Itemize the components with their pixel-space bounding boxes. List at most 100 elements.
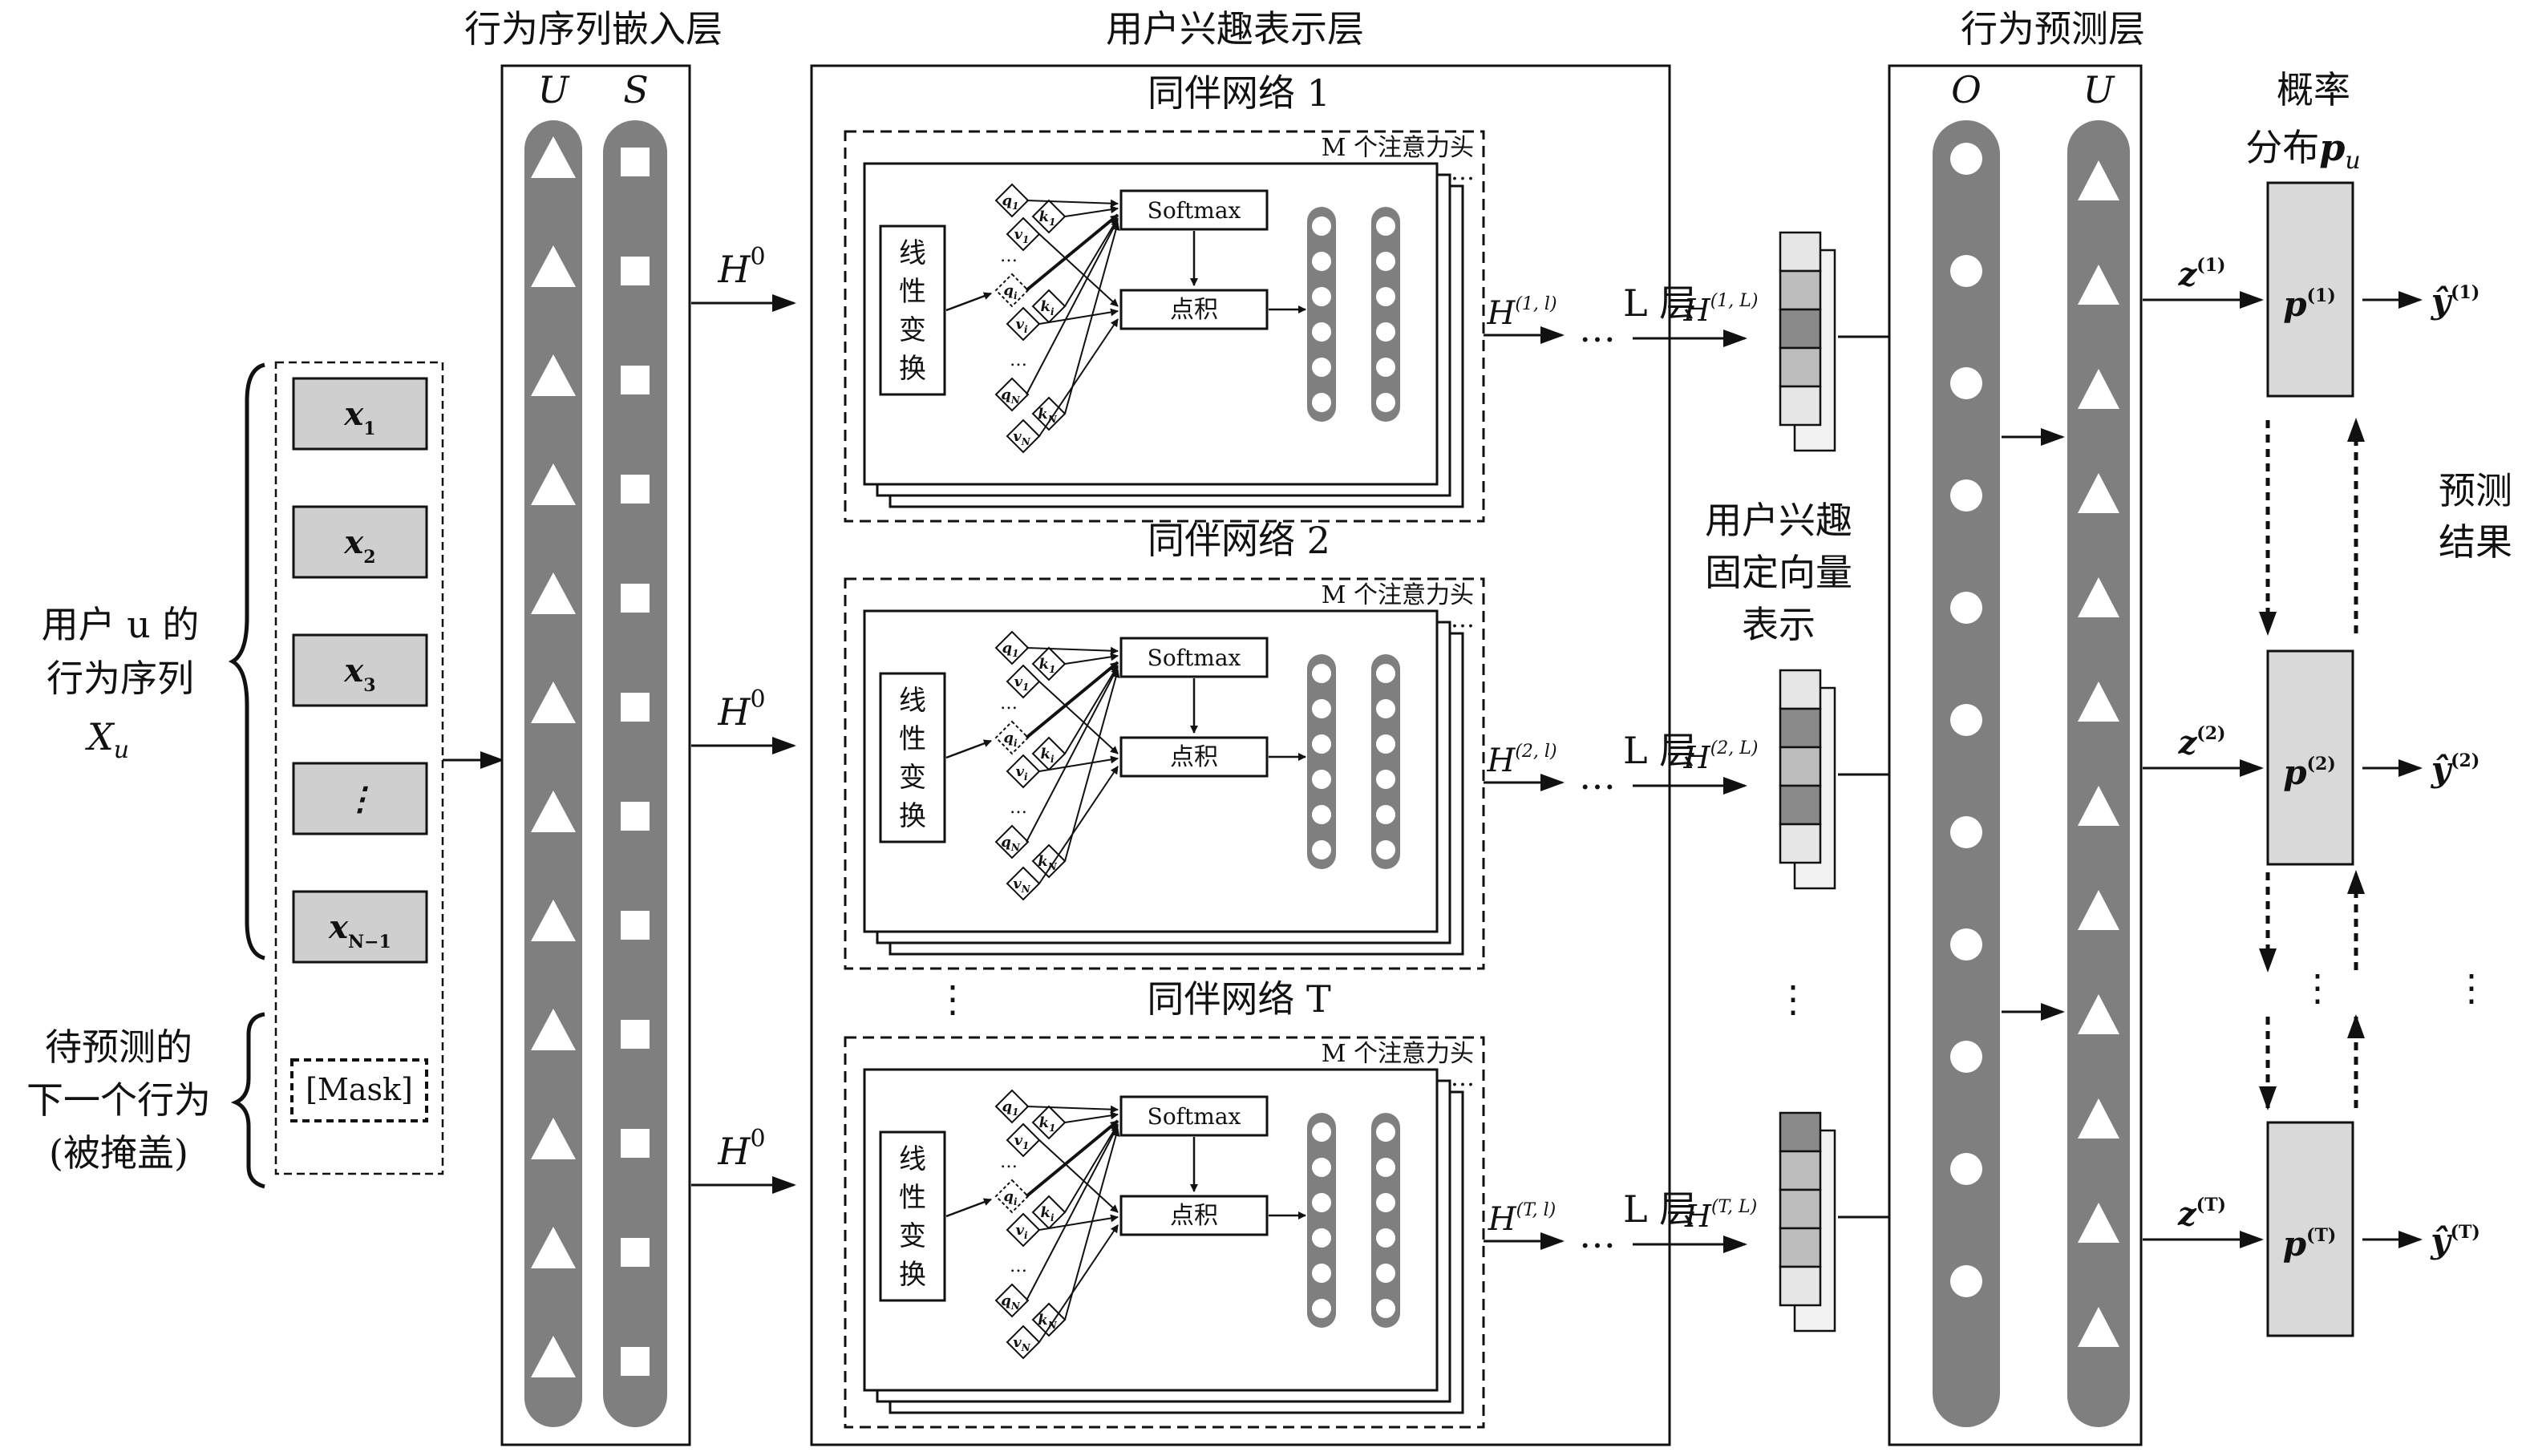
linear-transform-char: 换 [899,1259,926,1291]
fixed-vector [1779,1111,1927,1333]
v-vector-node [1006,306,1041,342]
qkv-sub: i [1050,306,1055,317]
h-main: H [1488,1201,1517,1238]
sequence-item-label: x2 [343,524,375,568]
k-vector-node [1031,199,1067,234]
attention-arrow [1026,219,1119,395]
y-sup: (T) [2451,1222,2480,1243]
ffn-neuron [1312,358,1331,377]
z-sup: (2) [2196,723,2225,744]
more-heads-dots: … [1451,1064,1475,1092]
peer-net-vertical-dots: ⋮ [934,977,971,1021]
triangle-shape [531,245,576,287]
qkv-main: q [1003,1188,1014,1205]
k-vector-label: kN [1038,1312,1057,1331]
triangle-shape [531,1009,576,1050]
qkv-main: q [1001,1292,1011,1309]
ffn-column [1371,1113,1400,1328]
attention-arrow [1064,222,1120,415]
peer-network-title: 同伴网络 2 [1148,519,1330,562]
attention-heads-label: M 个注意力头 [1322,134,1474,162]
pillar-s [603,120,667,1427]
fixed-vec-line1: 用户兴趣 [1705,499,1852,542]
qkv-main: k [1038,1312,1047,1329]
ffn-neuron [1312,770,1331,789]
linear-transform-char: 变 [899,1220,926,1252]
linear-to-qkv-arrow [945,739,992,759]
user-seq-line1: 用户 u 的 [42,603,200,646]
square-shape [621,1129,650,1158]
h0-label: H0 [717,686,765,734]
y-sup: (1) [2451,282,2479,303]
linear-transform-box [879,1130,946,1302]
ffn-neuron [1376,252,1395,271]
qkv-main: q [1001,834,1011,851]
h-layer-label: H(1, l) [1486,294,1556,332]
ffn-neuron [1312,1158,1331,1177]
qkv-ellipsis: … [1000,1152,1018,1172]
v-vector-node [1006,1325,1041,1360]
attention-arrow [1064,1128,1120,1321]
q-vector-label: qi [1003,1188,1018,1207]
p-label: p(2) [2283,753,2336,792]
qkv-main: k [1040,746,1050,762]
attention-arrow [1038,1224,1119,1343]
result-label-line2: 结果 [2439,520,2512,564]
ffn-neuron [1312,699,1331,718]
k-vector-label: k1 [1039,208,1056,228]
z-main: z [2178,256,2198,293]
p-label: p(T) [2283,1224,2337,1264]
output-circle [1950,592,1982,624]
ffn-neuron [1312,252,1331,271]
ffn-neuron [1376,322,1395,342]
ffn-neuron [1312,1264,1331,1283]
output-triangle [2078,1098,2119,1139]
header-predict-layer: 行为预测层 [1961,7,2145,51]
qkv-main: q [1001,386,1011,403]
q-vector-node [994,720,1030,755]
attention-arrow [1038,755,1119,772]
linear-transform-box [879,224,946,396]
qkv-sub: i [1014,738,1018,749]
p-label: p(1) [2283,285,2336,324]
h0-sup: 0 [751,243,766,271]
user-seq-symbol: Xu [85,715,129,764]
attention-arrow [1038,318,1119,437]
qkv-ellipsis: … [1000,694,1018,714]
ffn-neuron [1312,216,1331,236]
ffn-neuron [1312,1193,1331,1212]
qkv-sub: N [1047,414,1058,425]
square-shape [621,475,650,504]
qkv-sub: 1 [1049,1122,1055,1134]
ffn-neuron [1312,1122,1331,1142]
predict-text-line3: (被掩盖) [49,1131,188,1175]
qkv-sub: 1 [1049,664,1055,675]
triangle-shape [531,1118,576,1159]
q-vector-node [994,630,1030,665]
qkv-main: k [1040,1204,1050,1221]
attention-arrow [1026,666,1119,843]
ffn-neuron [1376,1122,1395,1142]
k-vector-label: kN [1038,853,1057,872]
predict-text-line1: 待预测的 [45,1025,192,1069]
fixed-vectors [1779,231,1927,1333]
dot-product-label: 点积 [1170,1202,1218,1230]
qkv-main: k [1038,406,1047,423]
softmax-box [1119,1095,1269,1137]
attention-heads-frame [844,577,1485,970]
v-vector-node [1006,1212,1041,1248]
v-vector-node [1006,664,1041,699]
ffn-neuron [1376,358,1395,377]
qkv-ellipsis: … [1010,1256,1027,1276]
h-sup: (2, L) [1710,738,1759,758]
output-circle [1950,1153,1982,1185]
triangle-shape [531,791,576,832]
square-shape [621,366,650,394]
output-triangle [2078,1307,2119,1347]
h-layer-label: H(T, l) [1488,1200,1556,1238]
layer-ellipsis: … [1579,1213,1616,1256]
qkv-sub: i [1024,1230,1028,1241]
dot-product-box [1119,1195,1269,1236]
linear-transform-char: 变 [899,762,926,794]
